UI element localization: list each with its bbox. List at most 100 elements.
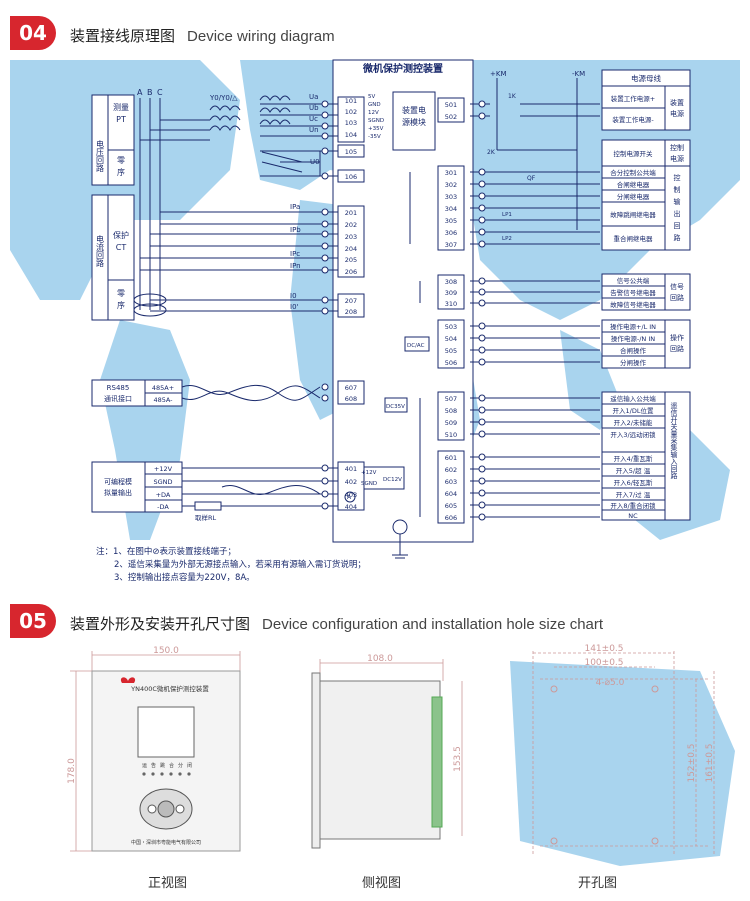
terminal-205: 205 <box>345 256 357 264</box>
side-height: 153.5 <box>453 746 463 772</box>
terminal-208: 208 <box>345 308 357 316</box>
control-row-1: 控制电源开关 <box>614 149 654 158</box>
terminal-601: 601 <box>445 454 457 462</box>
terminal-202: 202 <box>345 221 357 229</box>
control-side-a-2: 电源 <box>670 154 684 163</box>
power-bus-title: 电源母线 <box>631 73 661 83</box>
terminal-206: 206 <box>345 268 357 276</box>
note-3: 3、控制输出接点容量为220V，8A。 <box>114 573 255 583</box>
signal-side-2: 回路 <box>670 293 684 302</box>
operate-side-2: 回路 <box>670 344 684 353</box>
panel-model: YN400C微机保护测控装置 <box>130 684 209 693</box>
terminal-207: 207 <box>345 297 357 305</box>
psu-pin-6: -35V <box>368 134 381 140</box>
dcac-label: DC/AC <box>407 343 425 349</box>
terminal-502: 502 <box>445 113 457 121</box>
i-label-ipa: IPa <box>290 203 300 211</box>
terminal-104: 104 <box>345 131 357 139</box>
rs485-label-2: 通讯接口 <box>104 394 132 403</box>
zero-label-1: 零 <box>117 156 125 165</box>
zero2-label-1: 零 <box>117 289 125 298</box>
k1-label: 1K <box>508 93 517 100</box>
operate-side-1: 操作 <box>670 333 684 342</box>
diagram-labels: 微机保护测控装置 装置电 源模块 5V GND 12V SGND +35V -3… <box>96 62 685 522</box>
signal-row-3: 故障信号继电器 <box>610 300 656 309</box>
terminal-402: 402 <box>345 478 357 486</box>
u-label-ua: Ua <box>309 93 318 101</box>
control-side-b-3: 输 <box>674 197 681 206</box>
terminal-403: 403 <box>345 491 357 499</box>
di-row-3: 开入2/未储能 <box>614 418 653 427</box>
notes: 注：1、在图中⊘表示装置接线端子； 2、遥信采集量为外部无源接点输入，若采用有源… <box>96 546 366 585</box>
section-04-badge: 04 <box>10 16 56 50</box>
terminal-301: 301 <box>445 169 457 177</box>
terminal-503: 503 <box>445 323 457 331</box>
terminal-602: 602 <box>445 466 457 474</box>
indicator-labels: 运 告 跳 合 分 闭 <box>142 762 192 769</box>
terminal-401: 401 <box>345 465 357 473</box>
terminal-101: 101 <box>345 97 357 105</box>
wiring-diagram: 微机保护测控装置 装置电 源模块 5V GND 12V SGND +35V -3… <box>10 59 740 559</box>
caption-front: 正视图 <box>148 876 188 891</box>
signal-row-2: 告警信号继电器 <box>610 288 656 297</box>
control-side-b-5: 回 <box>674 222 681 230</box>
terminal-504: 504 <box>445 335 457 343</box>
terminal-508: 508 <box>445 407 457 415</box>
control-row-3: 合闸继电器 <box>617 180 650 189</box>
analog-pin-3: +DA <box>156 491 171 499</box>
note-2: 2、遥信采集量为外部无源接点输入，若采用有源输入需订货说明； <box>114 560 366 570</box>
yy-label: Y0/Y0/△ <box>209 94 238 102</box>
dc12-label: DC12V <box>383 477 402 483</box>
terminal-404: 404 <box>345 503 357 511</box>
key-label-3: 跳 <box>160 762 165 769</box>
cut-w1: 141±0.5 <box>584 644 623 654</box>
psu-pin-5: +35V <box>368 126 384 132</box>
control-side-a-1: 控制 <box>670 143 684 152</box>
terminal-201: 201 <box>345 209 357 217</box>
cut-hole: 4-⌀5.0 <box>596 678 625 688</box>
section-05-badge: 05 <box>10 604 56 638</box>
psu-pin-2: GND <box>368 102 381 108</box>
terminal-102: 102 <box>345 108 357 116</box>
rs485-pin-1: 485A+ <box>152 384 174 392</box>
psu-pin-4: SGND <box>368 118 384 124</box>
km-pos: +KM <box>490 70 507 78</box>
bottom-map-background <box>510 661 735 866</box>
key-label-4: 合 <box>169 762 174 769</box>
dc35-label: DC35V <box>386 404 405 410</box>
key-label-5: 分 <box>178 762 183 769</box>
resistor-label: 取样RL <box>195 513 217 522</box>
control-side-b-1: 控 <box>674 173 681 182</box>
ct-label-1: 保护 <box>113 230 129 240</box>
terminal-305: 305 <box>445 217 457 225</box>
key-label-2: 告 <box>151 762 156 769</box>
transformer-coils <box>209 95 303 173</box>
control-side-b-2: 制 <box>674 185 681 194</box>
terminal-307: 307 <box>445 241 457 249</box>
front-height: 178.0 <box>67 758 77 784</box>
di-row-5: 开入4/重瓦斯 <box>614 454 653 463</box>
section-04-title-cn: 装置接线原理图 <box>70 27 176 45</box>
device-title: 微机保护测控装置 <box>362 62 443 75</box>
psu-pin-1: 5V <box>368 94 375 100</box>
terminal-510: 510 <box>445 431 457 439</box>
cut-w2: 100±0.5 <box>584 658 623 668</box>
key-label-1: 运 <box>142 762 147 769</box>
i-label-i0p: I0' <box>290 303 299 311</box>
psu-label-1: 装置电 <box>402 105 426 115</box>
bus-a: A <box>137 88 143 97</box>
pt-label-2: PT <box>116 115 126 124</box>
analog-label-2: 拟量输出 <box>104 488 132 497</box>
dc12-p12: +12V <box>361 470 377 476</box>
terminal-501: 501 <box>445 101 457 109</box>
di-row-8: 开入7/过 温 <box>616 490 651 499</box>
terminal-304: 304 <box>445 205 457 213</box>
qf-label: QF <box>527 175 536 182</box>
u-label-un: Un <box>309 126 319 134</box>
caption-side: 侧视图 <box>362 876 402 891</box>
zero2-label-2: 序 <box>117 300 125 310</box>
analog-pin-4: -DA <box>157 503 169 511</box>
operate-row-1: 操作电源+/L IN <box>610 322 656 331</box>
dc12-sgnd: SGND <box>361 481 377 487</box>
